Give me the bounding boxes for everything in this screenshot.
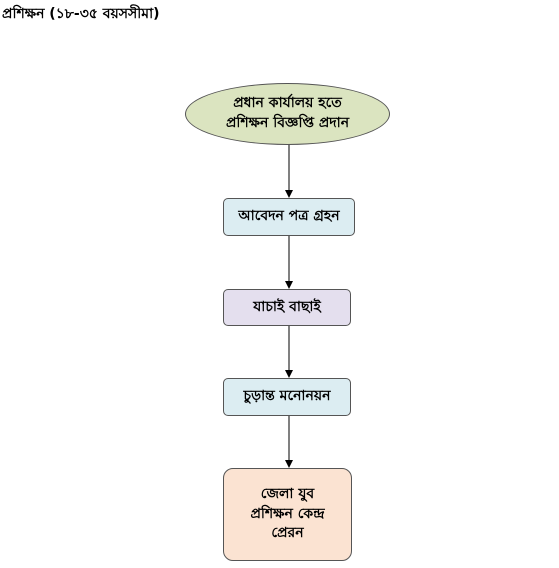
step-application-label: আবেদন পত্র গ্রহন: [238, 208, 340, 225]
end-node-line3: প্রেরন: [271, 525, 304, 542]
step-final-selection: চুড়ান্ত মনোনয়ন: [223, 378, 351, 416]
step-verification-label: যাচাই বাছাই: [253, 298, 321, 315]
page-title: প্রশিক্ষন (১৮-৩৫ বয়সসীমা): [2, 6, 160, 22]
step-final-selection-label: চুড়ান্ত মনোনয়ন: [243, 388, 331, 405]
step-verification: যাচাই বাছাই: [223, 289, 351, 326]
end-node-line1: জেলা যুব: [260, 486, 315, 503]
step-application: আবেদন পত্র গ্রহন: [223, 198, 355, 236]
end-node: জেলা যুব প্রশিক্ষন কেন্দ্র প্রেরন: [223, 468, 352, 561]
start-node: প্রধান কার্যালয় হতে প্রশিক্ষন বিজ্ঞপ্তি…: [185, 83, 390, 145]
start-node-line2: প্রশিক্ষন বিজ্ঞপ্তি প্রদান: [225, 115, 350, 131]
start-node-line1: প্রধান কার্যালয় হতে: [233, 95, 342, 112]
end-node-line2: প্রশিক্ষন কেন্দ্র: [250, 505, 325, 522]
